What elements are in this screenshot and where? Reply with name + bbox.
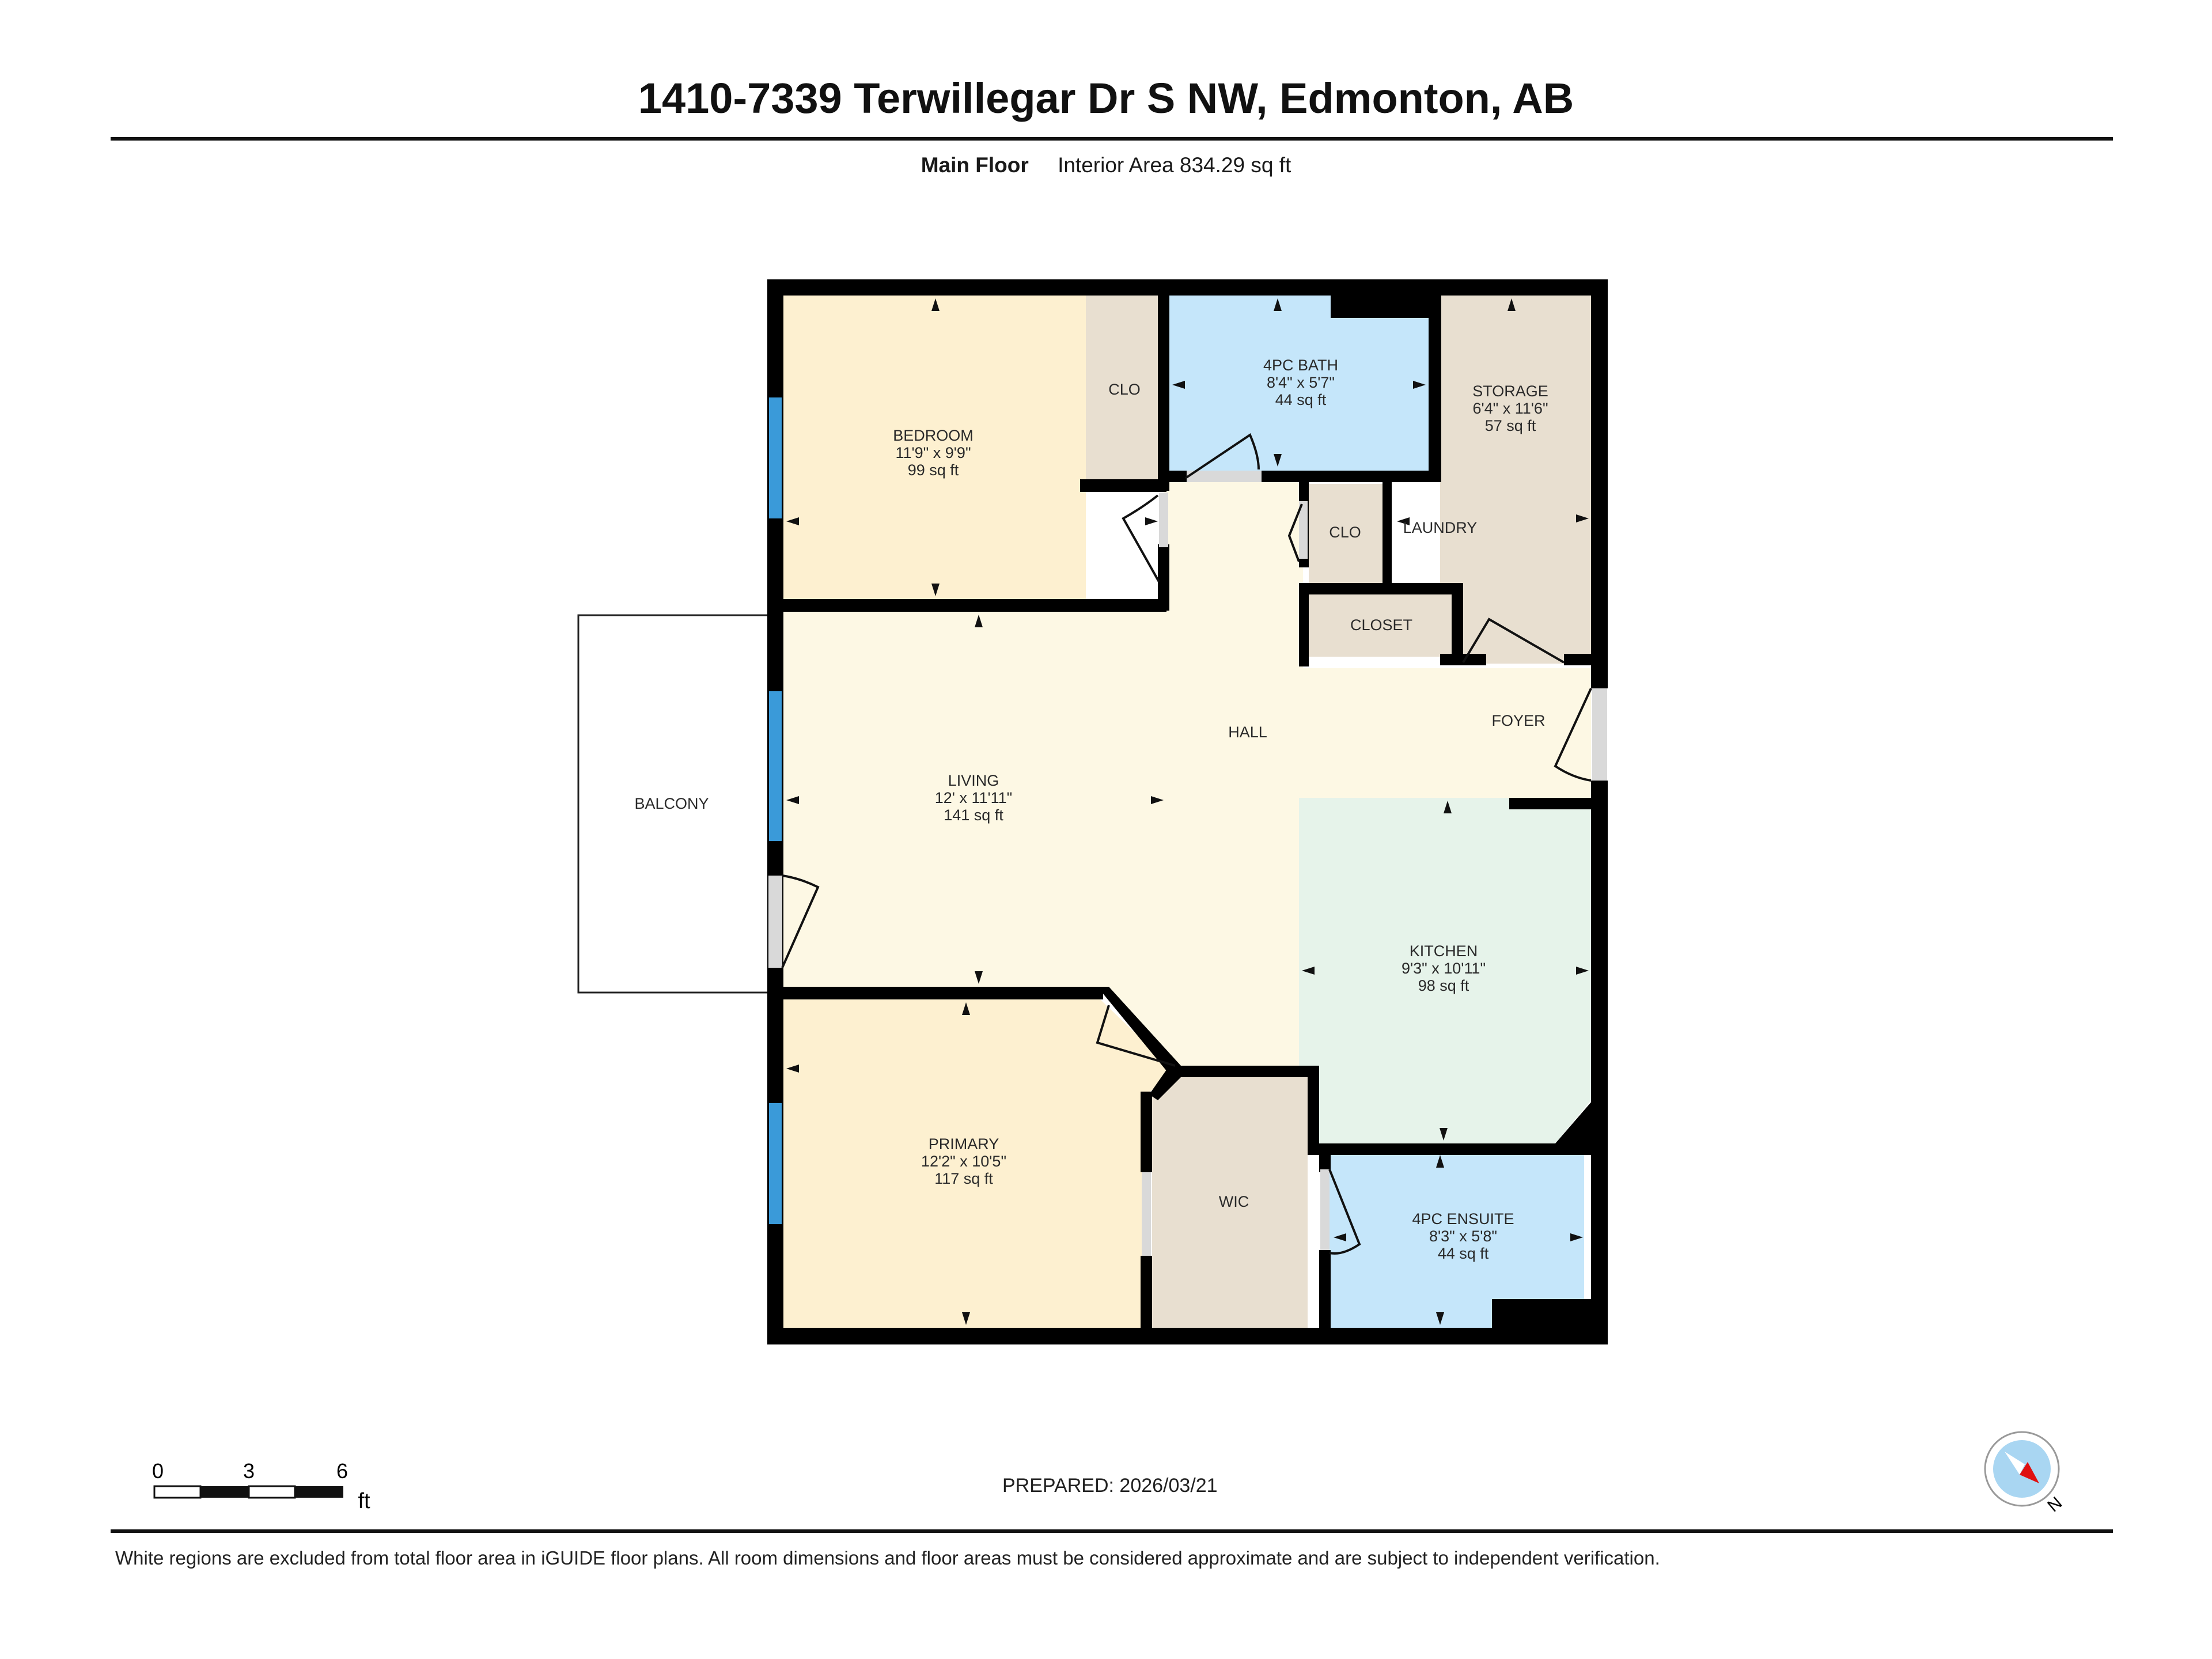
bath-room xyxy=(1169,295,1429,471)
bedroom-room xyxy=(783,295,1086,606)
interior-area: Interior Area 834.29 sq ft xyxy=(1058,153,1291,177)
floor-subtitle: Main Floor Interior Area 834.29 sq ft xyxy=(0,153,2212,177)
hall-name: HALL xyxy=(1228,724,1267,741)
balcony-area xyxy=(577,614,770,994)
wic-room xyxy=(1152,1074,1308,1328)
bath-name: 4PC BATH xyxy=(1263,357,1338,374)
clo-bedroom-name: CLO xyxy=(1108,381,1141,398)
storage-dims: 6'4" x 11'6" xyxy=(1472,400,1548,417)
kitchen-room xyxy=(1299,798,1591,1143)
bath-dims: 8'4" x 5'7" xyxy=(1267,374,1335,391)
primary-dims: 12'2" x 10'5" xyxy=(921,1153,1006,1170)
closet-room xyxy=(1309,593,1454,657)
scale-bar: 0 3 6 ft xyxy=(150,1456,392,1520)
living-hall-room xyxy=(783,481,1591,1066)
foyer-name: FOYER xyxy=(1491,712,1545,729)
kitchen-area: 98 sq ft xyxy=(1418,977,1469,994)
bedroom-name: BEDROOM xyxy=(893,427,974,444)
primary-room xyxy=(783,999,1175,1328)
clo-hall-name: CLO xyxy=(1329,524,1361,541)
living-name: LIVING xyxy=(948,772,999,789)
storage-name: STORAGE xyxy=(1472,382,1548,400)
header-divider xyxy=(111,137,2113,141)
ensuite-area: 44 sq ft xyxy=(1438,1245,1489,1262)
storage-area: 57 sq ft xyxy=(1485,417,1536,434)
bedroom-area: 99 sq ft xyxy=(908,461,959,479)
living-area: 141 sq ft xyxy=(944,806,1003,824)
balcony-name: BALCONY xyxy=(634,795,709,812)
disclaimer: White regions are excluded from total fl… xyxy=(115,1547,1660,1569)
compass-icon: N xyxy=(1982,1429,2074,1521)
primary-area: 117 sq ft xyxy=(934,1170,993,1187)
floor-label: Main Floor xyxy=(921,153,1029,177)
scale-tick-3: 3 xyxy=(243,1459,255,1483)
clo-bedroom-room xyxy=(1086,295,1164,482)
kitchen-dims: 9'3" x 10'11" xyxy=(1402,960,1486,977)
ensuite-room xyxy=(1328,1152,1584,1328)
storage-room xyxy=(1440,295,1591,664)
door-swings xyxy=(781,433,1592,1255)
prepared-date: PREPARED: 2026/03/21 xyxy=(1002,1475,1218,1497)
page-title: 1410-7339 Terwillegar Dr S NW, Edmonton,… xyxy=(638,74,1574,122)
living-dims: 12' x 11'11" xyxy=(935,789,1013,806)
closet-name: CLOSET xyxy=(1350,616,1412,634)
room-labels: BEDROOM 11'9" x 9'9" 99 sq ft CLO 4PC BA… xyxy=(634,357,1548,1262)
kitchen-name: KITCHEN xyxy=(1410,942,1478,960)
ensuite-dims: 8'3" x 5'8" xyxy=(1429,1228,1497,1245)
door-gaps xyxy=(768,471,1607,1256)
ensuite-name: 4PC ENSUITE xyxy=(1412,1210,1514,1228)
scale-tick-0: 0 xyxy=(152,1459,164,1483)
scale-tick-6: 6 xyxy=(336,1459,348,1483)
primary-name: PRIMARY xyxy=(929,1135,999,1153)
scale-unit: ft xyxy=(358,1489,370,1513)
bath-area: 44 sq ft xyxy=(1275,391,1327,408)
laundry-name: LAUNDRY xyxy=(1403,519,1478,536)
footer-divider xyxy=(111,1529,2113,1533)
clo-hall-room xyxy=(1309,484,1382,583)
wic-name: WIC xyxy=(1219,1193,1249,1210)
bedroom-dims: 11'9" x 9'9" xyxy=(895,444,971,461)
windows xyxy=(769,397,782,1224)
dimension-arrows xyxy=(786,298,1589,1325)
